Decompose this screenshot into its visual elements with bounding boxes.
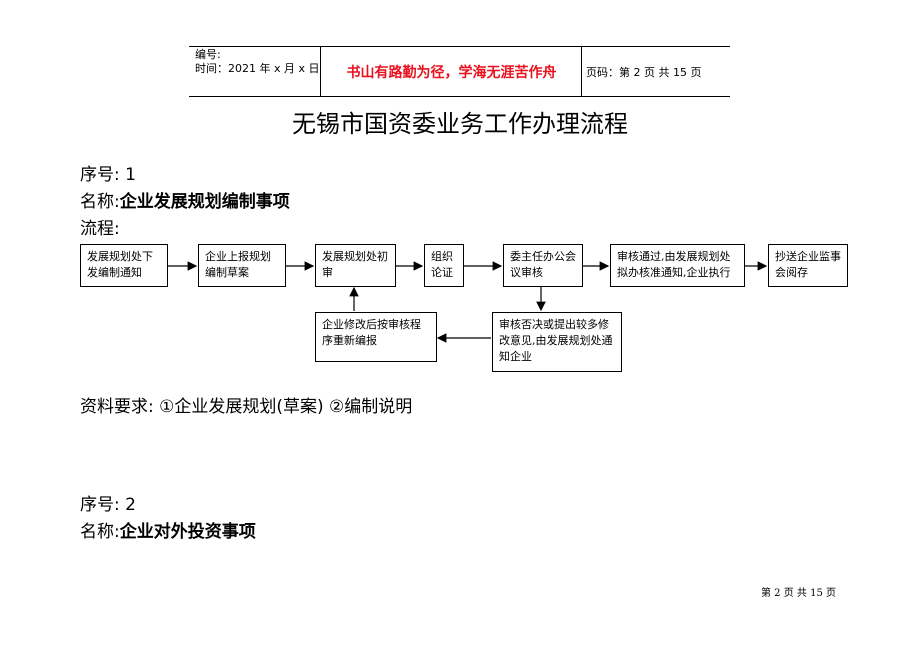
flow-box-issue-notice: 发展规划处下发编制通知 (80, 244, 168, 287)
item1-materials: 资料要求: ①企业发展规划(草案) ②编制说明 (80, 397, 413, 417)
code-label: 编号: (195, 48, 221, 61)
item1-name: 企业发展规划编制事项 (119, 192, 290, 212)
page-footer: 第 2 页 共 15 页 (761, 588, 836, 599)
flow-box-approved: 审核通过,由发展规划处拟办核准通知,企业执行 (610, 244, 745, 287)
item2-seq: 序号: 2 (80, 495, 136, 515)
item1-flow-label: 流程: (80, 219, 120, 239)
flow-box-resubmit: 企业修改后按审核程序重新编报 (315, 312, 437, 362)
header-motto: 书山有路勤为径，学海无涯苦作舟 (322, 47, 582, 96)
flow-box-director-meeting: 委主任办公会议审核 (503, 244, 583, 287)
time-label: 时间：2021 年 x 月 x 日 (195, 62, 320, 75)
page-header: 编号: 时间：2021 年 x 月 x 日 书山有路勤为径，学海无涯苦作舟 页码… (189, 46, 730, 97)
page-title: 无锡市国资委业务工作办理流程 (292, 110, 628, 138)
flow-box-cc-supervisory-board: 抄送企业监事会阅存 (768, 244, 848, 287)
item1-name-line: 名称:企业发展规划编制事项 (80, 187, 290, 212)
flow-box-submit-draft: 企业上报规划编制草案 (198, 244, 286, 287)
item2-name: 企业对外投资事项 (119, 522, 256, 542)
header-left-cell: 编号: 时间：2021 年 x 月 x 日 (189, 47, 321, 96)
flow-box-rejected: 审核否决或提出较多修改意见,由发展规划处通知企业 (492, 312, 622, 372)
header-page-info: 页码：第 2 页 共 15 页 (586, 65, 702, 79)
item2-name-label: 名称: (80, 522, 120, 542)
flow-box-demonstration: 组织论证 (424, 244, 464, 287)
item2-name-line: 名称:企业对外投资事项 (80, 517, 256, 542)
flow-box-initial-review: 发展规划处初审 (315, 244, 396, 287)
item1-seq: 序号: 1 (80, 165, 136, 185)
item1-name-label: 名称: (80, 192, 120, 212)
